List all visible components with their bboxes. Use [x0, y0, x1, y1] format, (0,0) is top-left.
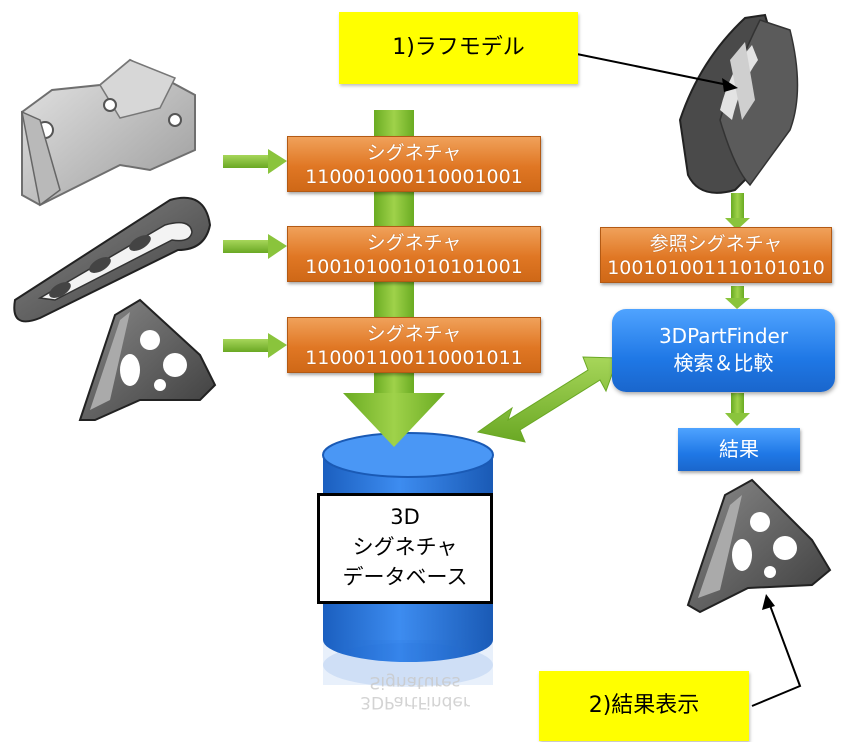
gusset-part-image-left — [78, 298, 217, 421]
database-reflection: 3DPartFinder Signatures — [330, 672, 500, 712]
rough-model-image — [678, 13, 799, 194]
signature-code: 110001100110001011 — [305, 347, 523, 369]
rough-model-label: 1)ラフモデル — [339, 12, 578, 84]
part-finder-box: 3DPartFinder 検索＆比較 — [612, 309, 835, 392]
signature-code: 100101001010101001 — [305, 256, 523, 278]
database-line-1: 3D — [390, 505, 420, 529]
database-line-3: データベース — [342, 565, 468, 589]
finder-subtitle: 検索＆比較 — [673, 351, 774, 375]
signature-title: シグネチャ — [366, 323, 462, 345]
result-box: 結果 — [678, 428, 800, 471]
database-line-2: シグネチャ — [352, 535, 458, 559]
part-arrow-1 — [223, 149, 287, 174]
ref-to-finder-arrow — [725, 286, 750, 309]
result-pointer — [751, 594, 802, 707]
finder-title: 3DPartFinder — [658, 324, 789, 348]
part-arrow-2 — [223, 234, 287, 259]
part-arrow-3 — [223, 333, 287, 358]
signature-box-3: シグネチャ 110001100110001011 — [287, 317, 541, 373]
finder-to-result-arrow — [725, 393, 750, 426]
reference-signature-box: 参照シグネチャ 100101001110101010 — [600, 227, 832, 283]
signature-box-2: シグネチャ 100101001010101001 — [287, 226, 541, 282]
reference-signature-code: 100101001110101010 — [607, 257, 825, 279]
signature-title: シグネチャ — [366, 232, 462, 254]
database-label-box: 3D シグネチャ データベース — [317, 493, 493, 604]
signature-code: 110001000110001001 — [305, 166, 523, 188]
result-part-image — [686, 478, 832, 614]
signature-box-1: シグネチャ 110001000110001001 — [287, 136, 541, 192]
reflection-line-2: Signatures — [369, 672, 461, 692]
reflection-line-1: 3DPartFinder — [360, 692, 470, 712]
signature-title: シグネチャ — [366, 142, 462, 164]
reference-signature-title: 参照シグネチャ — [649, 233, 783, 255]
rough-to-ref-arrow — [725, 193, 750, 230]
result-display-label: 2)結果表示 — [539, 671, 749, 741]
rough-model-pointer — [566, 51, 738, 92]
link-arm-part-image — [13, 196, 212, 323]
bracket-part-image — [20, 58, 196, 207]
